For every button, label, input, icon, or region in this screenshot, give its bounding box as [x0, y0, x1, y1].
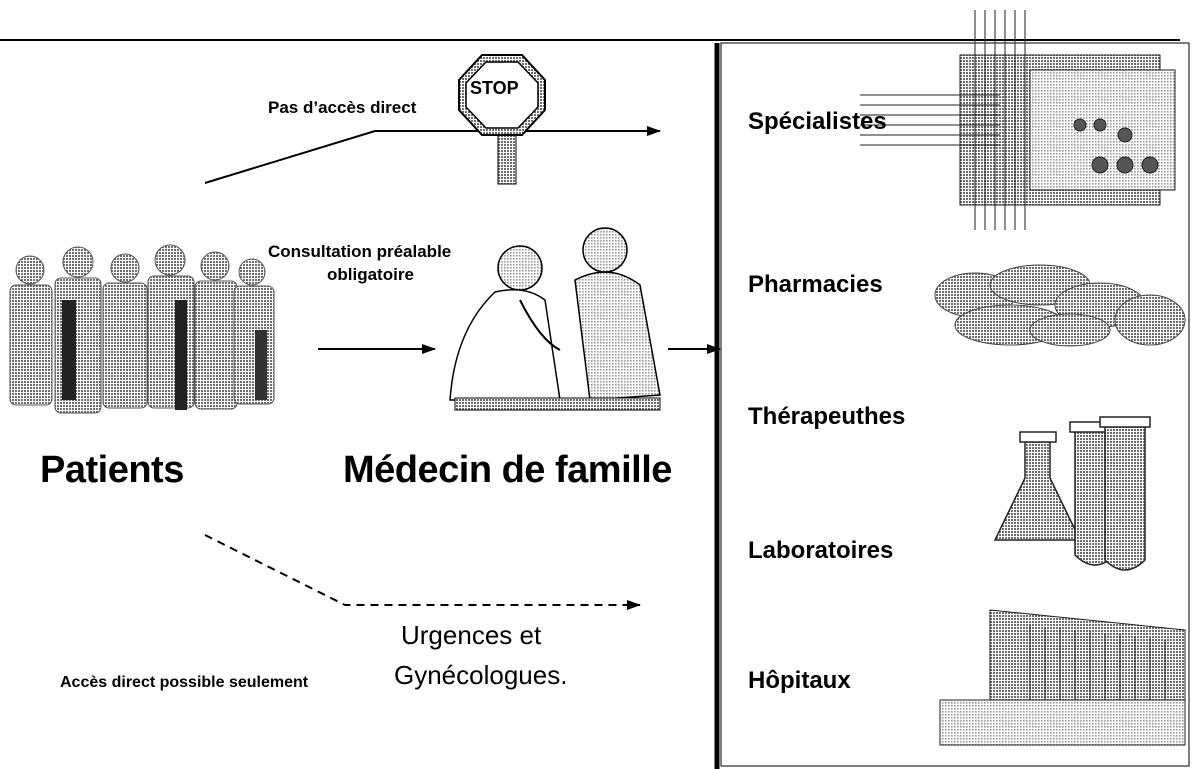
stop-sign-label: STOP — [470, 78, 519, 98]
pills-icon — [934, 264, 1186, 347]
family-doctor-title: Médecin de famille — [343, 449, 672, 491]
providers-panel — [720, 42, 1190, 767]
urgences-line2: Gynécologues. — [394, 660, 568, 690]
doctor-consultation-icon — [449, 227, 661, 411]
provider-hospitals: Hôpitaux — [748, 667, 851, 694]
prior-consultation-line2: obligatoire — [327, 265, 414, 284]
provider-therapists: Thérapeuthes — [748, 403, 906, 430]
urgences-line1: Urgences et — [401, 620, 542, 650]
circuit-board-icon — [860, 10, 1176, 230]
provider-specialists: Spécialistes — [748, 108, 887, 135]
prior-consultation-line1: Consultation préalable — [268, 242, 452, 261]
stop-sign-icon — [458, 54, 546, 185]
no-direct-access-label: Pas d’accès direct — [268, 98, 417, 117]
patients-crowd-icon — [9, 244, 275, 414]
lab-flasks-icon — [993, 416, 1151, 571]
direct-access-only-label: Accès direct possible seulement — [60, 674, 309, 691]
direct-access-dashed-arrow — [204, 534, 641, 610]
provider-laboratories: Laboratoires — [748, 537, 894, 564]
provider-pharmacies: Pharmacies — [748, 271, 883, 298]
no-direct-access-arrow — [204, 126, 661, 184]
patients-title: Patients — [40, 449, 184, 491]
hospital-building-icon — [939, 609, 1186, 746]
